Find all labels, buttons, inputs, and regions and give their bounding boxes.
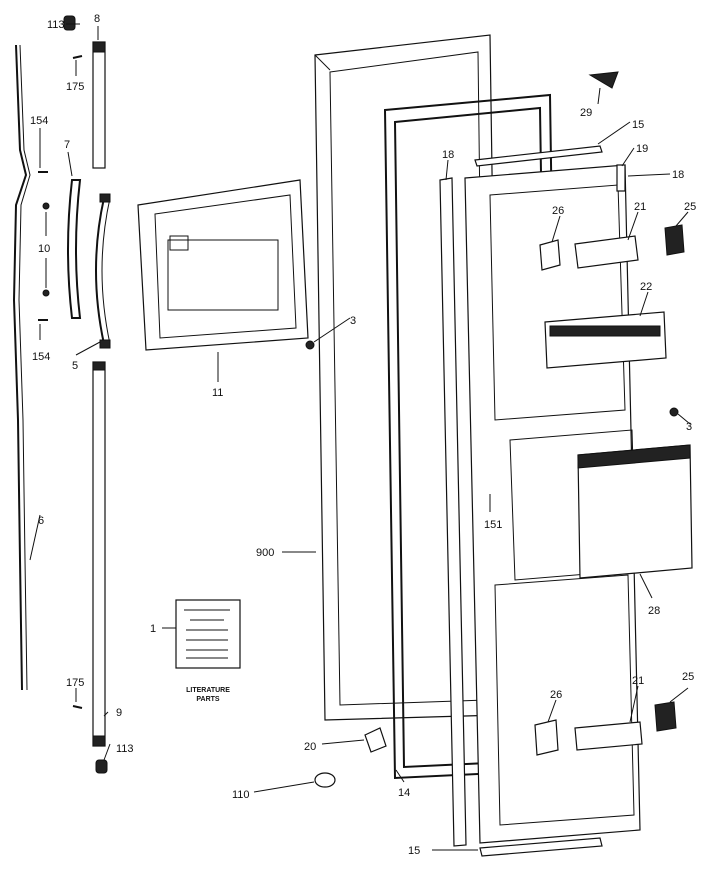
cap-110-part [314, 772, 336, 788]
label-110: 110 [232, 789, 250, 801]
label-3-left: 3 [350, 315, 356, 327]
label-154-top: 154 [30, 115, 48, 127]
lower-handle-bar-part [92, 361, 106, 747]
label-11: 11 [212, 387, 223, 399]
handle-trim-part [12, 44, 28, 691]
end-cap-25-lower [654, 701, 677, 732]
label-15-top: 15 [632, 119, 644, 131]
literature-booklet [175, 599, 241, 669]
label-21-upper: 21 [634, 201, 646, 213]
label-21-lower: 21 [632, 675, 644, 687]
label-22: 22 [640, 281, 652, 293]
door-handle-part [95, 197, 105, 345]
label-900: 900 [256, 547, 274, 559]
label-18-left: 18 [442, 149, 454, 161]
handle-piece-part [67, 179, 82, 319]
label-151: 151 [484, 519, 502, 531]
bottom-trim-strip-part [479, 837, 603, 857]
end-cap-25-upper [664, 224, 685, 256]
label-175-top: 175 [66, 81, 84, 93]
label-29: 29 [580, 107, 592, 119]
label-25-lower: 25 [682, 671, 694, 683]
label-1: 1 [150, 623, 156, 635]
screw-175-top [72, 55, 83, 59]
label-9: 9 [116, 707, 122, 719]
label-113-top: 113 [47, 19, 65, 31]
label-18-right: 18 [672, 169, 684, 181]
label-113-bottom: 113 [116, 743, 134, 755]
bin-22-part [544, 311, 667, 369]
label-8: 8 [94, 13, 100, 25]
label-26-lower: 26 [550, 689, 562, 701]
bushing-20-part [364, 727, 387, 753]
label-3-right: 3 [686, 421, 692, 433]
clip-3-left [305, 340, 315, 350]
literature-line2: PARTS [196, 696, 220, 703]
bracket-26-upper [539, 239, 561, 271]
end-cap-top-part [63, 15, 76, 31]
label-15-bottom: 15 [408, 845, 420, 857]
label-5: 5 [72, 360, 78, 372]
label-19: 19 [636, 143, 648, 155]
screw-10-a [42, 202, 50, 210]
label-25-upper: 25 [684, 201, 696, 213]
bracket-26-lower [534, 719, 559, 756]
label-7: 7 [64, 139, 70, 151]
label-26-upper: 26 [552, 205, 564, 217]
label-6: 6 [38, 515, 44, 527]
screw-175-bottom [72, 705, 83, 709]
label-154-bottom: 154 [32, 351, 50, 363]
label-20: 20 [304, 741, 316, 753]
label-14: 14 [398, 787, 410, 799]
clip-3-right [669, 407, 679, 417]
hinge-part-19 [616, 164, 626, 192]
dispenser-panel-part [137, 179, 309, 351]
shelf-lower-part [574, 721, 643, 751]
upper-handle-bar-part [92, 41, 106, 169]
screw-10-b [42, 289, 50, 297]
shelf-upper-part [574, 235, 639, 269]
end-cap-bottom-part [95, 759, 108, 774]
literature-line1: LITERATURE [186, 687, 230, 694]
label-10: 10 [38, 243, 50, 255]
clip-29-part [588, 71, 619, 89]
breaker-strip-part [439, 177, 467, 847]
label-175-bottom: 175 [66, 677, 84, 689]
label-28: 28 [648, 605, 660, 617]
top-trim-strip-part [474, 145, 603, 167]
